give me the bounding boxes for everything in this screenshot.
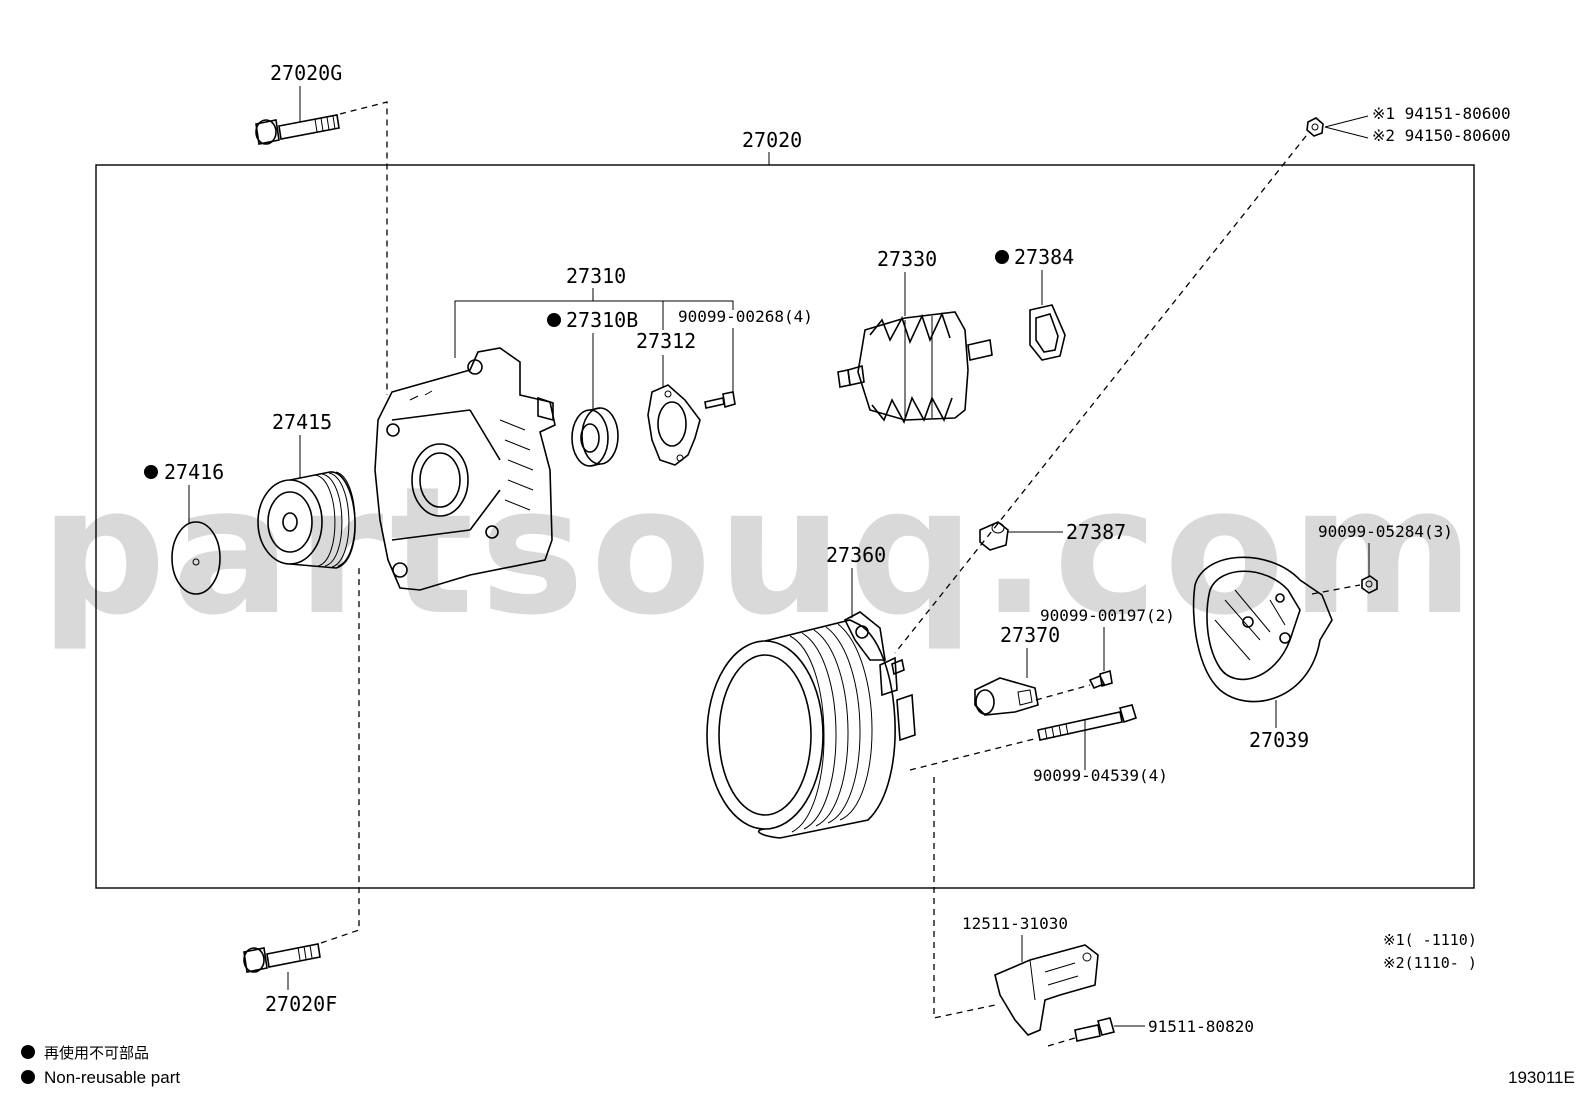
label-27310B: 27310B — [566, 308, 638, 332]
legend-dot-jp — [21, 1045, 35, 1059]
bolt-27020F[interactable] — [243, 943, 321, 973]
label-27020F: 27020F — [265, 992, 337, 1016]
nut-94151-80600[interactable] — [1306, 117, 1324, 137]
label-27416: 27416 — [164, 460, 224, 484]
legend-jp: 再使用不可部品 — [44, 1044, 149, 1062]
label-27360: 27360 — [826, 543, 886, 567]
range-note-2: ※2(1110- ) — [1383, 954, 1477, 972]
label-27020G: 27020G — [270, 61, 342, 85]
dash-91511-80820 — [1047, 1037, 1076, 1047]
insulator-27387[interactable] — [979, 521, 1009, 551]
dash-90099-04539 — [909, 737, 1039, 771]
bracket-12511-31030[interactable] — [994, 944, 1099, 1036]
rotor-27330[interactable] — [837, 311, 993, 424]
label-27387: 27387 — [1066, 520, 1126, 544]
dash-stud — [894, 135, 1307, 654]
rear-cover-27039[interactable] — [1192, 556, 1333, 703]
label-27039: 27039 — [1249, 728, 1309, 752]
label-90099-04539: 90099-04539(4) — [1033, 766, 1168, 785]
screw-90099-00197[interactable] — [1088, 669, 1113, 690]
note-1: ※1 94151-80600 — [1372, 104, 1511, 123]
pulley-27415[interactable] — [257, 471, 356, 569]
bearing-27310B[interactable] — [571, 407, 619, 467]
rectifier-frame-27360[interactable] — [706, 611, 916, 839]
label-27312: 27312 — [636, 329, 696, 353]
bolt-91511-80820[interactable] — [1074, 1017, 1115, 1042]
ring-27384[interactable] — [1029, 304, 1066, 361]
leader-note — [1324, 115, 1369, 139]
watermark: partsouq.com — [40, 449, 1480, 654]
label-27020: 27020 — [742, 128, 802, 152]
figure-id: 193011E — [1508, 1068, 1575, 1087]
drive-end-frame[interactable] — [374, 347, 556, 591]
non-reusable-dot-27416 — [144, 465, 158, 479]
nut-90099-05284[interactable] — [1361, 575, 1378, 594]
range-note-1: ※1( -1110) — [1383, 931, 1477, 949]
label-27384: 27384 — [1014, 245, 1074, 269]
label-27330: 27330 — [877, 247, 937, 271]
label-90099-00197: 90099-00197(2) — [1040, 606, 1175, 625]
label-27415: 27415 — [272, 410, 332, 434]
cap-27416[interactable] — [171, 521, 221, 595]
dash-bracket — [933, 777, 996, 1019]
label-27310: 27310 — [566, 264, 626, 288]
brush-holder-27370[interactable] — [974, 677, 1039, 716]
assembly-frame — [95, 164, 1475, 889]
non-reusable-dot-27310B — [547, 313, 561, 327]
screw-90099-00268[interactable] — [704, 391, 736, 409]
label-91511-80820: 91511-80820 — [1148, 1017, 1254, 1036]
legend-en: Non-reusable part — [44, 1068, 180, 1087]
dash-90099-05284 — [1311, 584, 1361, 595]
retainer-27312[interactable] — [647, 384, 701, 466]
dash-27020G — [339, 101, 388, 395]
dash-90099-00197 — [1035, 684, 1091, 701]
bolt-27020G[interactable] — [255, 114, 340, 145]
label-90099-00268: 90099-00268(4) — [678, 307, 813, 326]
label-27370: 27370 — [1000, 623, 1060, 647]
bolt-90099-04539[interactable] — [1037, 704, 1137, 741]
note-2: ※2 94150-80600 — [1372, 126, 1511, 145]
bracket-27310 — [454, 300, 734, 358]
label-90099-05284: 90099-05284(3) — [1318, 522, 1453, 541]
legend-dot-en — [21, 1070, 35, 1084]
dash-27020F — [320, 567, 360, 944]
label-12511-31030: 12511-31030 — [962, 914, 1068, 933]
non-reusable-dot-27384 — [995, 250, 1009, 264]
